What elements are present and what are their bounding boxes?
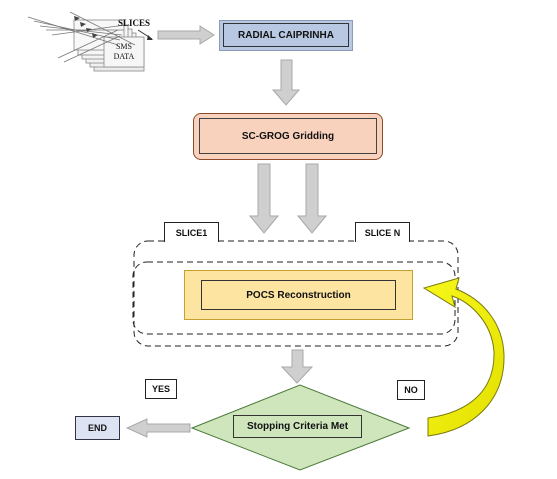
- sms-label: SMS: [115, 42, 132, 51]
- end-box: END: [75, 416, 120, 440]
- yes-label: YES: [145, 379, 177, 399]
- arrow-grog-to-slice1: [248, 163, 280, 234]
- radial-caiprinha-box: [219, 20, 353, 51]
- arrow-decision-to-end: [125, 418, 191, 438]
- arrow-grog-to-slicen: [296, 163, 328, 234]
- slicen-label: SLICE N: [355, 222, 410, 242]
- sc-grog-box: [193, 113, 383, 160]
- pocs-label: POCS Reconstruction: [201, 280, 396, 310]
- feedback-curved-arrow: [422, 277, 505, 437]
- sc-grog-label: SC-GROG Gridding: [199, 118, 377, 154]
- slices-label: SLICES: [118, 18, 151, 28]
- radial-caiprinha-label: RADIAL CAIPRINHA: [223, 23, 349, 47]
- sms-data-label: SMS DATA: [104, 40, 144, 64]
- stopping-criteria-label: Stopping Criteria Met: [233, 415, 362, 438]
- no-label: NO: [397, 380, 425, 400]
- arrow-to-radial: [157, 25, 215, 45]
- data-label: DATA: [113, 52, 135, 61]
- slice1-label: SLICE1: [164, 222, 219, 242]
- sms-data-stack-icon: [27, 11, 153, 72]
- pocs-box: [184, 270, 413, 320]
- slices-dashed-container: [133, 240, 459, 347]
- decision-diamond: [190, 384, 411, 471]
- arrow-radial-to-grog: [271, 59, 301, 106]
- arrow-pocs-to-decision: [280, 349, 314, 384]
